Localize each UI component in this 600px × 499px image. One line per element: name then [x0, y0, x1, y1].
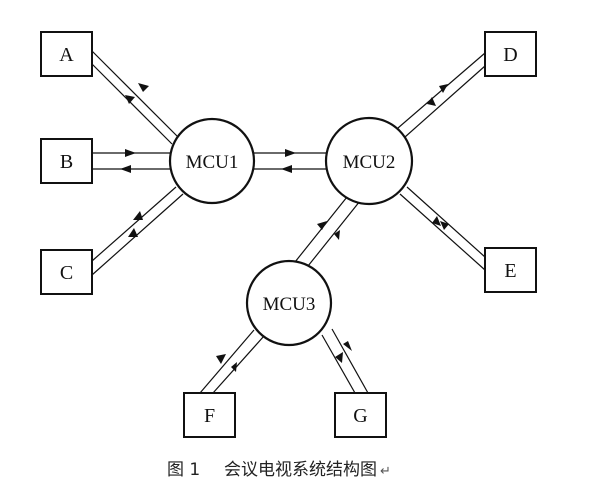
figure-caption: 图 1 会议电视系统结构图 ↵: [167, 460, 391, 480]
arrow-icon: [334, 230, 340, 240]
arrow-icon: [439, 84, 448, 93]
arrow-icon: [440, 221, 449, 230]
arrow-icon: [231, 362, 237, 372]
link-b-mcu1: [92, 152, 172, 170]
arrow-icon: [285, 149, 296, 157]
terminal-g-label: G: [353, 405, 367, 427]
paragraph-mark: ↵: [380, 464, 391, 479]
terminal-c-label: C: [60, 262, 73, 284]
mcu1-label: MCU1: [186, 152, 239, 173]
terminal-g: G: [334, 392, 387, 438]
terminal-a-label: A: [59, 44, 74, 66]
arrow-icon: [125, 149, 136, 157]
terminal-e-label: E: [504, 260, 516, 282]
arrows: [120, 83, 449, 372]
figure-number: 图 1: [167, 460, 200, 480]
link-a-mcu1: [91, 50, 180, 145]
link-e-mcu2: [399, 186, 486, 271]
link-c-mcu1: [91, 186, 184, 276]
arrow-icon: [125, 95, 135, 104]
terminal-a: A: [40, 31, 93, 77]
figure-title: 会议电视系统结构图: [224, 460, 377, 480]
arrow-icon: [432, 216, 441, 226]
link-mcu2-mcu3: [294, 196, 361, 267]
link-d-mcu2: [397, 52, 486, 138]
link-g-mcu3: [321, 328, 369, 394]
mcu3-label: MCU3: [263, 294, 316, 315]
arrow-icon: [343, 341, 352, 351]
terminal-c: C: [40, 249, 93, 295]
link-f-mcu3: [199, 329, 265, 394]
mcu3-node: MCU3: [245, 259, 333, 347]
arrow-icon: [335, 352, 343, 363]
mcu2-label: MCU2: [343, 152, 396, 173]
arrow-icon: [138, 83, 149, 92]
arrow-icon: [281, 165, 292, 173]
terminal-d: D: [484, 31, 537, 77]
terminal-b-label: B: [60, 151, 73, 173]
arrow-icon: [216, 354, 226, 364]
arrow-icon: [427, 97, 436, 106]
arrow-icon: [133, 211, 143, 220]
arrow-icon: [128, 228, 138, 237]
terminal-f: F: [183, 392, 236, 438]
mcu1-node: MCU1: [168, 117, 256, 205]
mcu2-node: MCU2: [324, 116, 414, 206]
arrow-icon: [317, 221, 327, 230]
arrow-icon: [120, 165, 131, 173]
terminal-b: B: [40, 138, 93, 184]
terminal-e: E: [484, 247, 537, 293]
terminal-f-label: F: [204, 405, 215, 427]
terminal-d-label: D: [503, 44, 517, 66]
